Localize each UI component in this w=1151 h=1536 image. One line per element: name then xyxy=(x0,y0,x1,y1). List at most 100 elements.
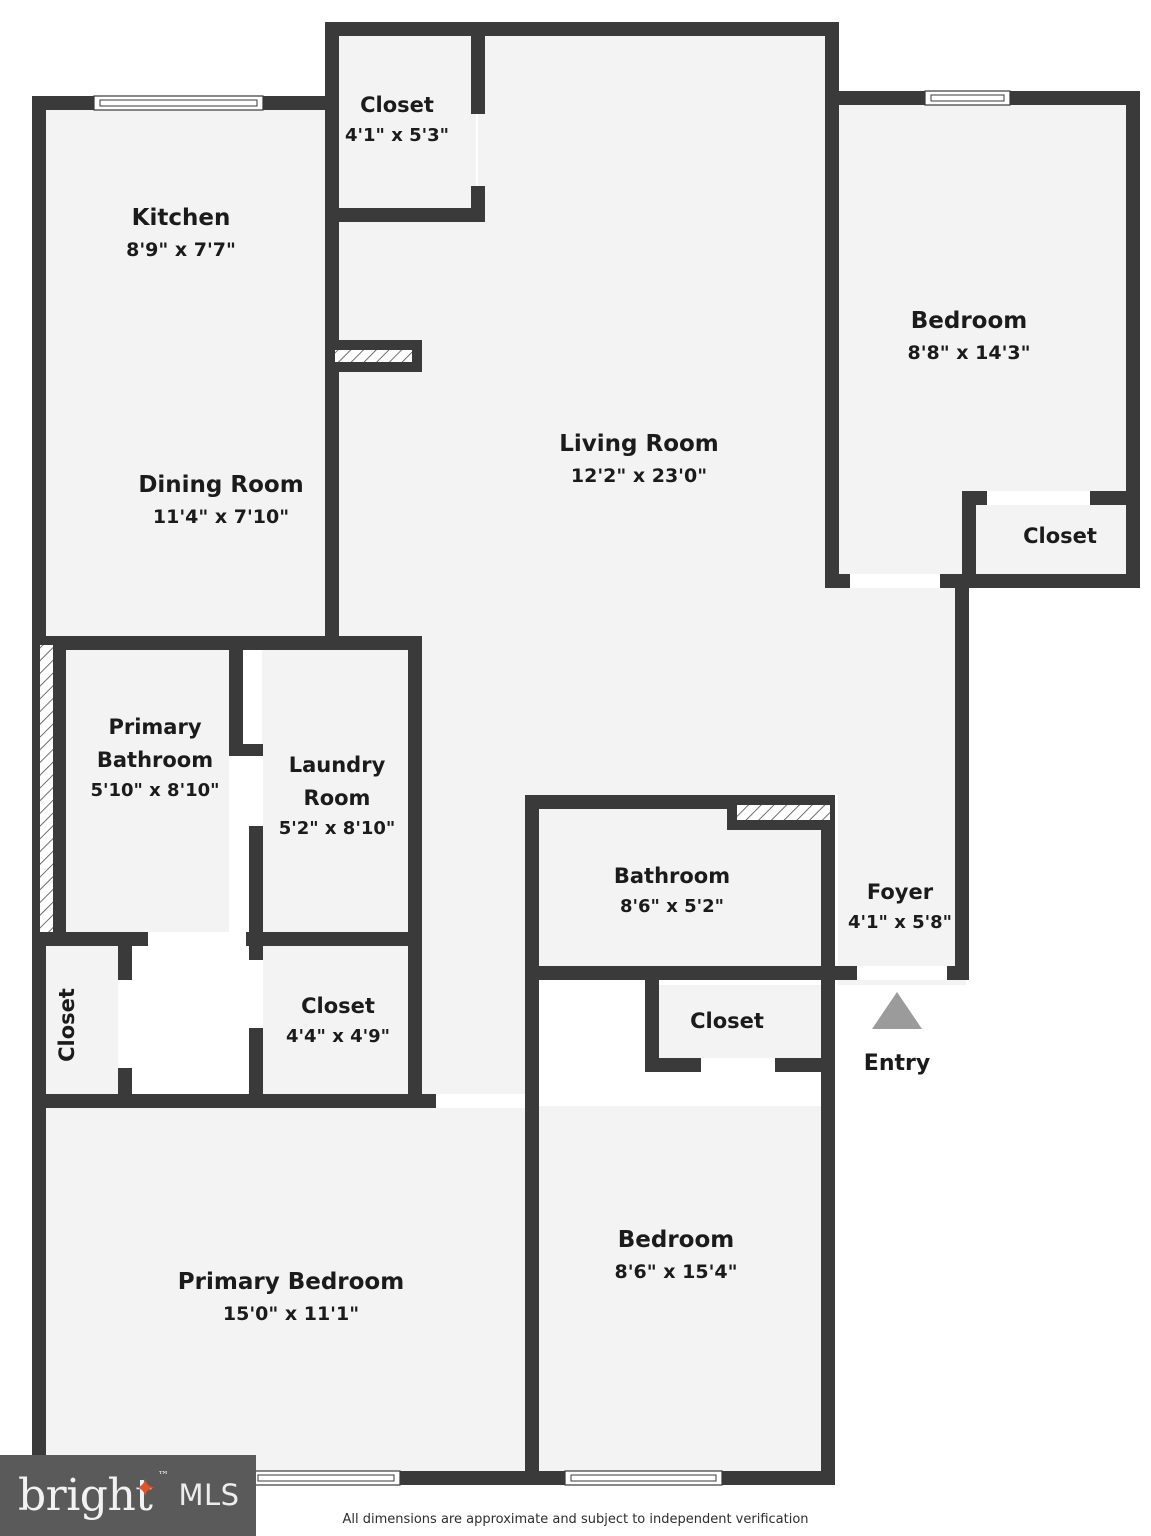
floor-living-room xyxy=(325,22,966,1105)
floor-kitchen-dining-living xyxy=(32,100,325,636)
wall-closet-kitchen-bottom xyxy=(325,208,485,222)
wall-corridor-bottom-right xyxy=(422,1094,436,1108)
window-lbed-bottom-inner xyxy=(570,1474,717,1482)
wall-closet-kitchen-top xyxy=(325,22,485,36)
wall-cl-left-east-lower xyxy=(118,1068,132,1102)
room-name: Dining Room xyxy=(138,472,303,498)
wall-closet-bu-bottom xyxy=(962,574,1140,588)
floor-laundry-room xyxy=(262,645,410,936)
hatch-bath-vent xyxy=(737,805,830,820)
room-dimensions: 4'1" x 5'3" xyxy=(345,125,449,146)
room-dimensions: 8'8" x 14'3" xyxy=(907,342,1030,364)
room-name: Bedroom xyxy=(618,1227,735,1253)
floor-closet-bedroom-upper xyxy=(975,503,1140,581)
wall-living-left-lower xyxy=(325,368,339,643)
room-name: Laundry xyxy=(289,753,386,777)
hatch-nook xyxy=(335,350,412,362)
logo-wordmark: bright ✦ ™ xyxy=(18,1470,169,1518)
floor-fills xyxy=(32,22,1140,1478)
floor-foyer xyxy=(847,805,959,970)
room-name: Living Room xyxy=(559,431,719,457)
floor-closet-kitchen xyxy=(336,30,476,210)
wall-closet-bu-left xyxy=(962,491,976,588)
room-name: Closet xyxy=(301,994,375,1018)
door-closet-bu xyxy=(987,491,1090,505)
wall-bath-vent-top xyxy=(740,797,830,805)
room-name: Closet xyxy=(360,93,434,117)
wall-pb-west-inner xyxy=(53,636,66,936)
wall-pb-east-lower xyxy=(249,826,263,936)
wall-lbed-bottom-left xyxy=(539,1471,565,1485)
room-dimensions: 12'2" x 23'0" xyxy=(571,465,707,487)
room-name: Closet xyxy=(55,988,79,1062)
hatch-pb-west xyxy=(40,645,55,936)
wall-closet-kitchen-right-upper xyxy=(471,22,485,114)
disclaimer-text: All dimensions are approximate and subje… xyxy=(342,1512,809,1527)
wall-corridor-bottom-left xyxy=(32,1094,432,1108)
room-label-kitchen: Kitchen 8'9" x 7'7" xyxy=(125,204,238,263)
room-name: Closet xyxy=(690,1009,764,1033)
door-cl-hall xyxy=(701,1058,775,1072)
room-name: Kitchen xyxy=(132,205,231,231)
room-label-closet-hall: Closet xyxy=(689,1008,766,1035)
wall-kitchen-top-left xyxy=(32,96,94,110)
door-foyer-entry xyxy=(857,966,947,980)
room-dimensions: 8'9" x 7'7" xyxy=(126,239,236,261)
wall-foyer-bottom-left xyxy=(835,966,857,980)
bright-mls-logo: bright ✦ ™ MLS xyxy=(0,1455,256,1536)
wall-cl-hall-west xyxy=(645,978,659,1070)
wall-nook-bottom2 xyxy=(325,362,422,372)
wall-cl-left-west xyxy=(32,932,46,1108)
wall-pb-bottom-right xyxy=(246,932,422,946)
door-corridor-to-bed xyxy=(432,1094,525,1108)
door-pb-bottom xyxy=(148,932,246,946)
logo-word-text: bright xyxy=(18,1469,153,1521)
floor-closet-left xyxy=(40,946,132,1098)
wall-cl-laundry-east xyxy=(408,932,422,1108)
wall-closet-bu-right xyxy=(1126,491,1140,588)
room-dimensions: 8'6" x 5'2" xyxy=(620,896,724,917)
floor-closet-hall xyxy=(655,985,830,1065)
entry-arrow-icon xyxy=(872,992,922,1029)
window-pbed-bottom-inner xyxy=(257,1474,395,1482)
wall-west-exterior-upper xyxy=(32,96,46,642)
wall-bedroom-upper-right xyxy=(1126,91,1140,585)
door-pb-east xyxy=(249,756,263,826)
logo-mls-text: MLS xyxy=(178,1478,240,1512)
wall-pbed-bottom-right xyxy=(400,1471,539,1485)
wall-bath-vent-left xyxy=(727,797,737,830)
wall-cl-hall-bottom-right xyxy=(775,1058,835,1072)
room-name: Primary Bedroom xyxy=(178,1269,404,1295)
wall-lower-bed-west-lower xyxy=(525,1105,539,1485)
window-bedroom-upper-top-inner xyxy=(930,94,1005,102)
wall-bedroom-upper-top-right xyxy=(1010,91,1140,105)
wall-bedroom-upper-bottom-left xyxy=(825,574,850,588)
wall-bathroom-east xyxy=(821,795,835,978)
wall-nook-right xyxy=(412,340,422,372)
wall-pb-east-jog xyxy=(229,744,263,756)
wall-lbed-bottom-right xyxy=(722,1471,835,1485)
wall-cl-laundry-west-upper xyxy=(249,932,263,960)
wall-lower-bed-west-upper xyxy=(525,795,539,1105)
wall-cl-left-east-upper xyxy=(118,940,132,980)
logo-trademark-icon: ™ xyxy=(157,1468,169,1482)
room-dimensions: 5'10" x 8'10" xyxy=(90,780,219,801)
wall-cl-laundry-west-lower xyxy=(249,1028,263,1108)
floor-closet-laundry xyxy=(262,946,410,1098)
door-cl-left-east xyxy=(118,980,132,1068)
window-kitchen-top-inner xyxy=(99,99,258,107)
room-dimensions: 15'0" x 11'1" xyxy=(223,1303,359,1325)
wall-foyer-bottom-right xyxy=(947,966,969,980)
room-dimensions: 11'4" x 7'10" xyxy=(153,506,289,528)
wall-living-east xyxy=(955,574,969,974)
room-dimensions: 5'2" x 8'10" xyxy=(279,818,396,839)
floor-primary-bedroom xyxy=(40,1106,525,1478)
